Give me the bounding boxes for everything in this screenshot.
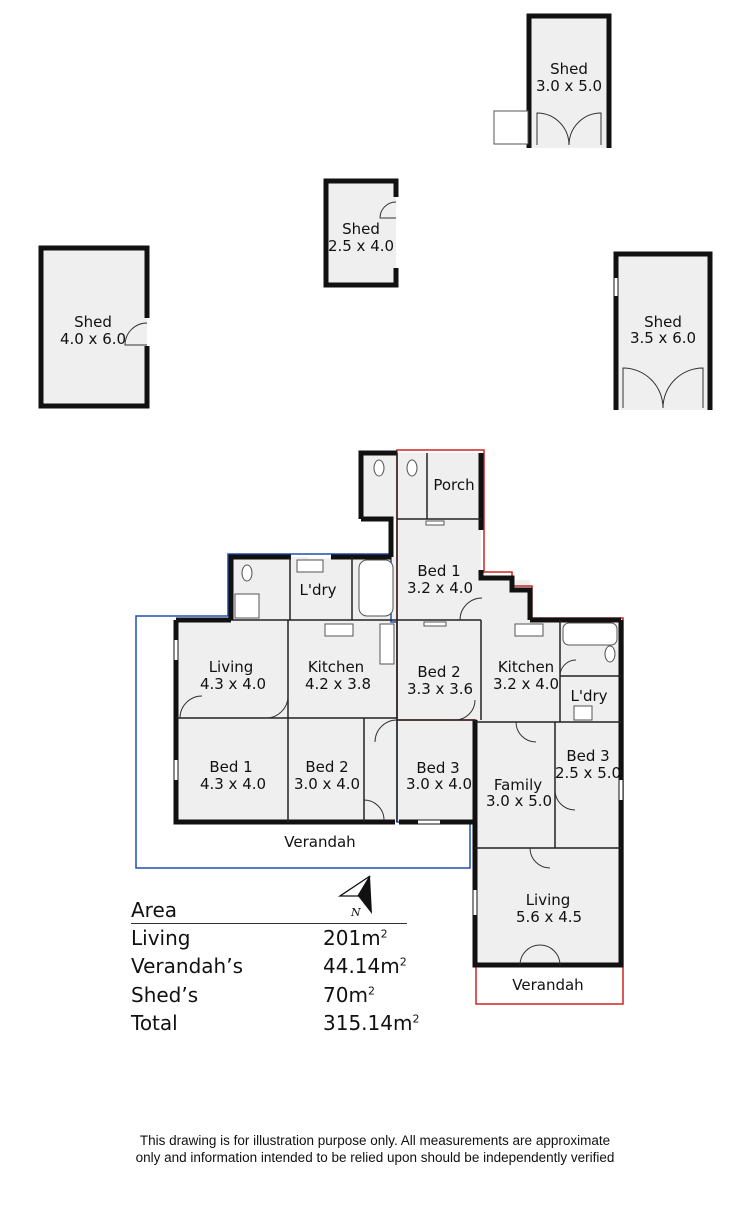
room-label: Living xyxy=(526,891,571,909)
room-dims: 2.5 x 5.0 xyxy=(555,764,621,782)
room-label: Shed xyxy=(74,313,112,331)
shed-door-arc xyxy=(622,367,664,409)
room-label: Shed xyxy=(342,220,380,238)
room-dims: 3.2 x 4.0 xyxy=(407,579,473,597)
shed-door-arc xyxy=(568,112,602,146)
house-walls xyxy=(173,450,624,968)
area-value: 201m2 xyxy=(323,926,388,950)
interior-walls xyxy=(176,453,621,849)
sink-icon xyxy=(514,623,544,637)
toilet-icon xyxy=(604,645,616,663)
room-label: L'dry xyxy=(570,687,607,705)
area-label: Verandah’s xyxy=(131,954,243,978)
room-dims: 3.5 x 6.0 xyxy=(630,329,696,347)
room-label: Family xyxy=(494,776,542,794)
vent-icon xyxy=(423,621,447,627)
room-dims: 2.5 x 4.0 xyxy=(328,237,394,255)
shed-door-arc xyxy=(662,367,704,409)
room-label: Living xyxy=(209,658,254,676)
compass-letter: N xyxy=(350,906,361,919)
room-dims: 4.3 x 4.0 xyxy=(200,775,266,793)
north-compass: N xyxy=(337,875,372,919)
area-value: 315.14m2 xyxy=(323,1011,420,1035)
room-label: Verandah xyxy=(284,833,355,851)
room-label: Bed 3 xyxy=(416,759,459,777)
room-labels: L'dry Living 4.3 x 4.0 Kitchen 4.2 x 3.8… xyxy=(200,476,621,994)
room-label: Shed xyxy=(644,313,682,331)
shed-door-arc xyxy=(124,322,148,346)
house-floor xyxy=(176,453,621,965)
area-value: 44.14m2 xyxy=(323,954,407,978)
shed-door-arc xyxy=(536,112,570,146)
area-value: 70m2 xyxy=(323,983,375,1007)
room-label: Porch xyxy=(433,476,474,494)
room-label: Bed 1 xyxy=(209,758,252,776)
vent-icon xyxy=(425,520,445,526)
area-heading-label: Area xyxy=(131,898,178,922)
shed-4x6: Shed 4.0 x 6.0 xyxy=(38,245,150,409)
shed-3x5: Shed 3.0 x 5.0 xyxy=(493,13,612,148)
bench-icon xyxy=(379,623,395,665)
room-label: Bed 1 xyxy=(417,562,460,580)
toilet-icon xyxy=(406,459,418,477)
room-label: Kitchen xyxy=(308,658,364,676)
room-dims: 4.0 x 6.0 xyxy=(60,330,126,348)
room-label: L'dry xyxy=(299,581,336,599)
room-dims: 3.0 x 5.0 xyxy=(486,792,552,810)
bath-icon xyxy=(562,622,618,646)
toilet-icon xyxy=(373,459,385,477)
room-label: Shed xyxy=(550,60,588,78)
area-label: Shed’s xyxy=(131,983,199,1007)
shed-step xyxy=(493,110,529,145)
room-label: Bed 2 xyxy=(417,663,460,681)
sink-icon xyxy=(296,559,324,573)
room-label: Verandah xyxy=(512,976,583,994)
sink-icon xyxy=(324,623,354,637)
room-label: Bed 3 xyxy=(566,747,609,765)
shed-3.5x6: Shed 3.5 x 6.0 xyxy=(613,251,713,410)
room-dims: 3.0 x 4.0 xyxy=(406,775,472,793)
area-divider xyxy=(131,923,407,924)
room-dims: 4.3 x 4.0 xyxy=(200,675,266,693)
toilet-icon xyxy=(241,564,253,582)
room-dims: 3.0 x 4.0 xyxy=(294,775,360,793)
room-dims: 5.6 x 4.5 xyxy=(516,908,582,926)
doors xyxy=(179,597,577,966)
room-dims: 3.0 x 5.0 xyxy=(536,77,602,95)
room-dims: 3.2 x 4.0 xyxy=(493,675,559,693)
area-label: Living xyxy=(131,926,191,950)
room-label: Kitchen xyxy=(498,658,554,676)
fixtures xyxy=(234,459,618,721)
room-dims: 4.2 x 3.8 xyxy=(305,675,371,693)
disclaimer-text: This drawing is for illustration purpose… xyxy=(135,1133,615,1165)
room-label: Bed 2 xyxy=(305,758,348,776)
shower-icon xyxy=(234,593,260,619)
windows xyxy=(174,555,623,915)
room-dims: 3.3 x 3.6 xyxy=(407,680,473,698)
tub-icon xyxy=(573,705,593,721)
shed-door-arc xyxy=(379,201,397,219)
area-label: Total xyxy=(131,1011,178,1035)
shed-2.5x4: Shed 2.5 x 4.0 xyxy=(323,178,399,288)
bath-icon xyxy=(358,559,394,617)
